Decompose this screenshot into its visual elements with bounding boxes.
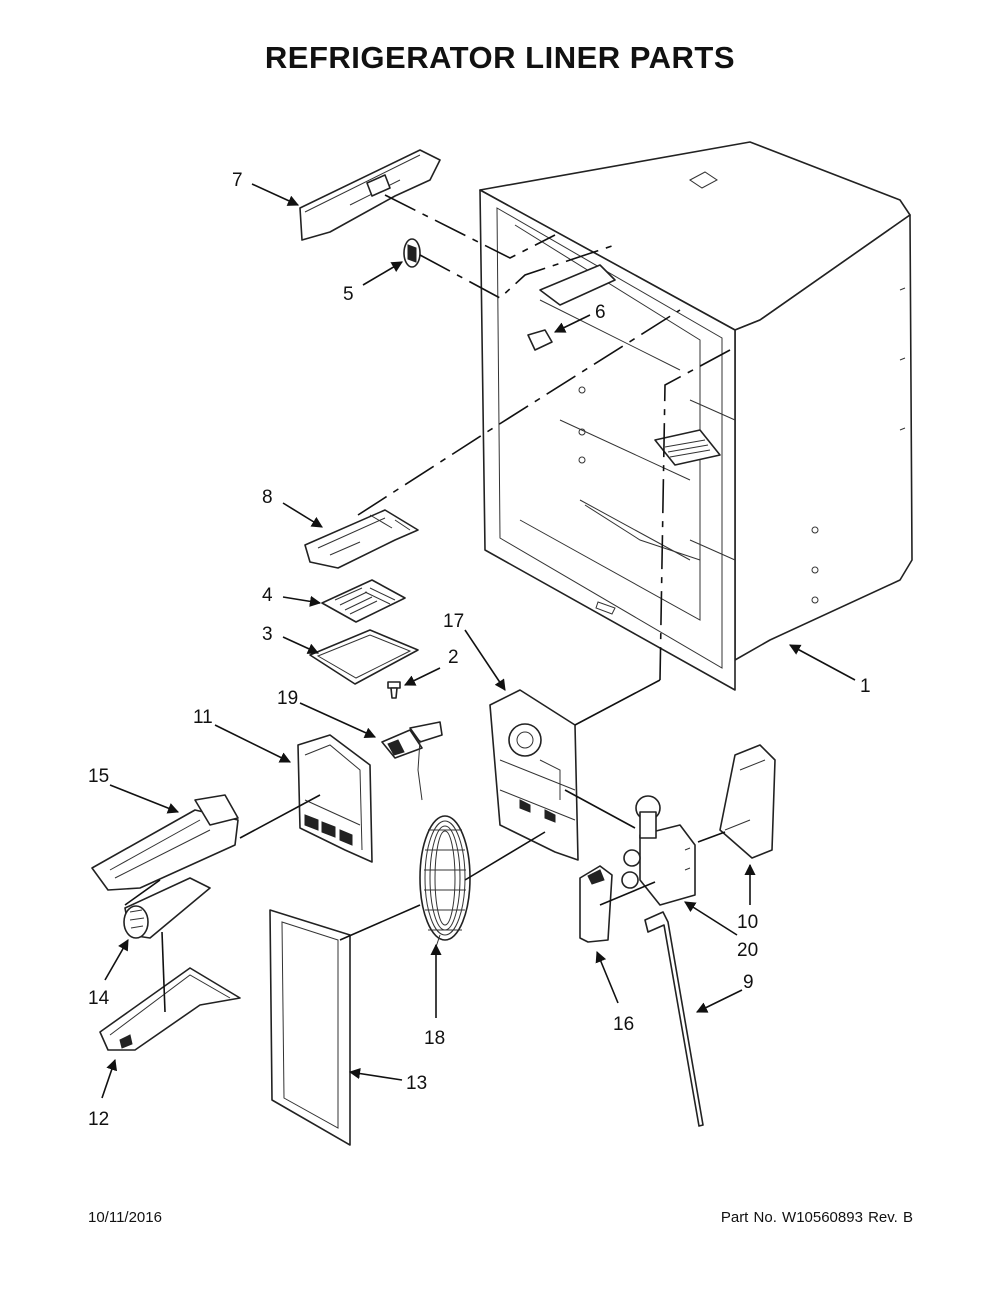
callout-3: 3	[262, 624, 273, 645]
footer-part-number: Part No. W10560893 Rev. B	[720, 1209, 913, 1226]
tubing-part-18[interactable]	[419, 815, 471, 951]
callout-11: 11	[193, 707, 213, 728]
cover-part-3[interactable]	[309, 629, 419, 685]
callout-16: 16	[613, 1014, 634, 1035]
housing-part-11[interactable]	[297, 734, 373, 863]
filter-cartridge-part-14[interactable]	[123, 877, 211, 939]
callout-5: 5	[343, 284, 354, 305]
liner-part-1[interactable]	[479, 141, 913, 691]
clip-bracket-part-16[interactable]	[579, 865, 613, 943]
screw-part-2[interactable]	[387, 681, 401, 699]
knob-part-5[interactable]	[403, 238, 421, 268]
callout-9: 9	[743, 972, 754, 993]
callout-8: 8	[262, 487, 273, 508]
page-title: REFRIGERATOR LINER PARTS	[264, 40, 736, 75]
valve-bracket-part-10[interactable]	[719, 744, 776, 859]
callout-1: 1	[860, 676, 871, 697]
clip-part-6[interactable]	[527, 329, 553, 351]
callout-10: 10	[737, 912, 758, 933]
callout-18: 18	[424, 1028, 445, 1049]
callout-7: 7	[232, 170, 243, 191]
callout-17: 17	[443, 611, 464, 632]
callout-6: 6	[595, 302, 606, 323]
alignment-lines	[124, 194, 731, 1013]
callout-20: 20	[737, 940, 758, 961]
tube-part-9[interactable]	[644, 911, 704, 1127]
filter-cover-part-12[interactable]	[99, 967, 241, 1051]
grille-part-4[interactable]	[321, 579, 406, 623]
callout-12: 12	[88, 1109, 109, 1130]
motor-bracket-part-17[interactable]	[489, 689, 579, 861]
callout-labels: 7 5 6 8 4 3 17 2 1 19 11 15 14 12 13 18 …	[88, 170, 871, 1130]
callout-arrows	[101, 183, 856, 1099]
footer-date: 10/11/2016	[88, 1209, 162, 1226]
callout-4: 4	[262, 585, 273, 606]
filter-head-part-15[interactable]	[91, 794, 239, 891]
water-valve-part-20[interactable]	[621, 795, 696, 906]
deflector-part-7[interactable]	[299, 149, 441, 241]
callout-13: 13	[406, 1073, 427, 1094]
callout-2: 2	[448, 647, 459, 668]
callout-19: 19	[277, 688, 298, 709]
bracket-part-8[interactable]	[304, 509, 419, 569]
callout-14: 14	[88, 988, 110, 1009]
callout-15: 15	[88, 766, 109, 787]
connector-part-19[interactable]	[381, 721, 443, 801]
trim-panel-part-13[interactable]	[269, 909, 351, 1146]
